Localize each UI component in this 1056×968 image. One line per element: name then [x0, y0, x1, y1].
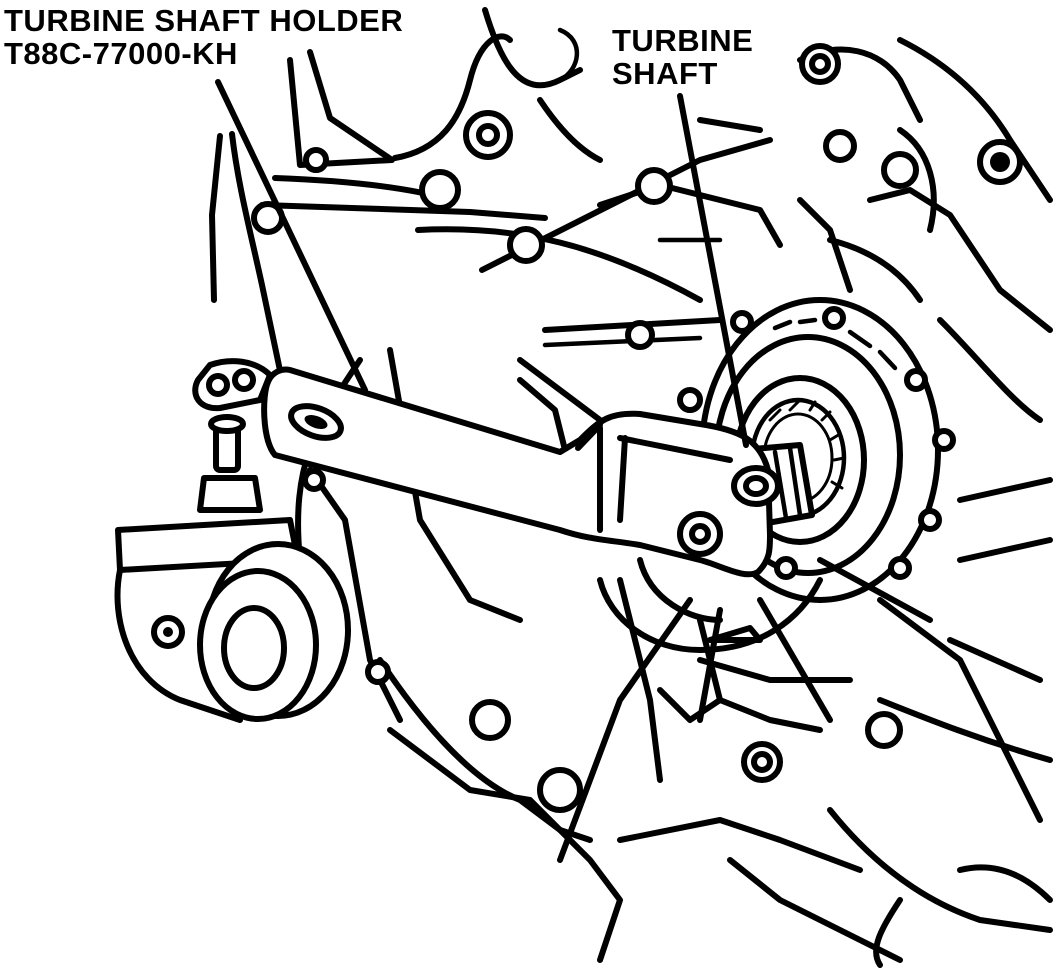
- shaft-label-line1: TURBINE: [612, 23, 754, 58]
- left-bracket: [192, 358, 273, 513]
- holder-label-line2: T88C-77000-KH: [4, 36, 238, 71]
- spoked-plate: [557, 557, 933, 863]
- left-pulley-housing: [114, 517, 351, 723]
- turbine-shaft-holder-tool: [261, 366, 781, 578]
- turbine-shaft-callout: TURBINE SHAFT: [612, 24, 753, 90]
- case-bolts: [251, 43, 1023, 813]
- turbine-shaft-holder-callout: TURBINE SHAFT HOLDER T88C-77000-KH: [4, 4, 403, 70]
- leader-lines: [215, 79, 749, 448]
- holder-label-line1: TURBINE SHAFT HOLDER: [4, 3, 404, 38]
- shaft-label-line2: SHAFT: [612, 56, 718, 91]
